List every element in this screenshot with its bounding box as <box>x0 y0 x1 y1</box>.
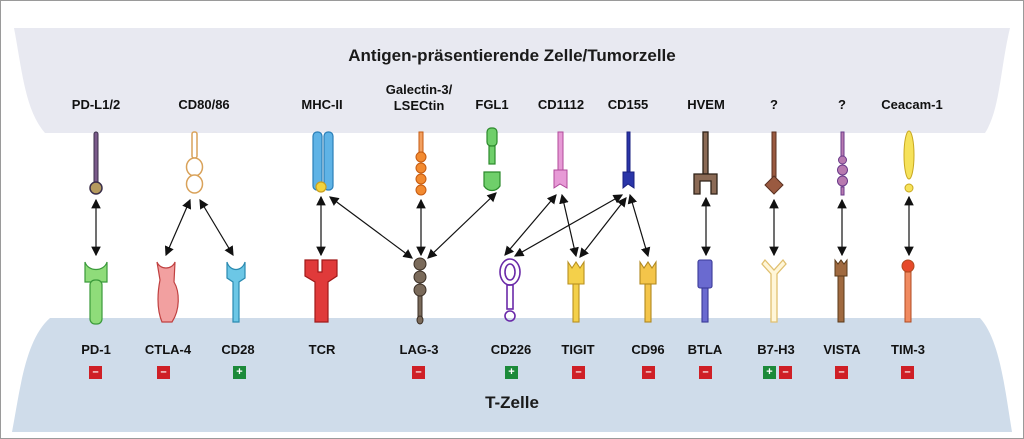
ligand-label-pd-l1: PD-L1/2 <box>71 97 121 112</box>
ligand-label-fgl1: FGL1 <box>475 97 509 112</box>
ligand-label-hvem: HVEM <box>687 97 725 112</box>
arrow-cd155-tigit <box>579 197 627 258</box>
receptor-label-cd226: CD226 <box>490 342 532 357</box>
cd80-86-molecule <box>185 131 204 194</box>
cd96-molecule <box>639 260 657 323</box>
ceacam-1-molecule <box>903 130 915 193</box>
arrow-mhc-lag3 <box>329 196 413 259</box>
receptor-label-ctla-4: CTLA-4 <box>144 342 192 357</box>
ligand-label-unknown-2: ? <box>838 97 846 112</box>
tigit-molecule <box>567 260 585 323</box>
ligand-label-mhc-ii: MHC-II <box>301 97 343 112</box>
interaction-arrows <box>91 192 914 259</box>
cd155-molecule <box>622 131 635 190</box>
ligand-label-unknown-1: ? <box>770 97 778 112</box>
hvem-molecule <box>693 131 718 195</box>
btla-inhibitory-badge: – <box>699 366 712 379</box>
galectin-3-molecule <box>415 131 427 196</box>
cd1112-molecule <box>553 131 568 189</box>
vista-inhibitory-badge: – <box>835 366 848 379</box>
ligand-label-ceacam-1: Ceacam-1 <box>881 97 943 112</box>
cd96-inhibitory-badge: – <box>642 366 655 379</box>
arrow-cd80-cd28 <box>199 198 234 257</box>
arrow-fgl1-lag3 <box>427 192 497 259</box>
tim-3-inhibitory-badge: – <box>901 366 914 379</box>
pd-1-inhibitory-badge: – <box>89 366 102 379</box>
vista-ligand-molecule <box>837 131 848 196</box>
arrow-cd155-cd226 <box>513 194 624 257</box>
b7-h3-stimulatory-badge: + <box>763 366 776 379</box>
arrow-cd155-cd96 <box>627 193 651 258</box>
ligand-label-cd155: CD155 <box>607 97 649 112</box>
b7-h3-molecule <box>761 258 787 323</box>
receptor-label-tcr: TCR <box>308 342 336 357</box>
receptor-label-cd96: CD96 <box>631 342 665 357</box>
b7-h3-inhibitory-badge: – <box>779 366 792 379</box>
tcell-title: T-Zelle <box>485 393 539 412</box>
tigit-inhibitory-badge: – <box>572 366 585 379</box>
cd226-molecule <box>499 258 521 322</box>
receptor-label-btla: BTLA <box>687 342 723 357</box>
lag-3-inhibitory-badge: – <box>412 366 425 379</box>
tim-3-molecule <box>901 259 915 323</box>
receptor-label-tim-3: TIM-3 <box>891 342 925 357</box>
lag-3-molecule <box>413 257 427 325</box>
receptor-label-tigit: TIGIT <box>561 342 595 357</box>
apc-title: Antigen-präsentierende Zelle/Tumorzelle <box>348 46 676 65</box>
receptor-label-pd-1: PD-1 <box>81 342 111 357</box>
pd-l1-molecule <box>89 131 103 195</box>
vista-molecule <box>834 258 848 323</box>
apc-membrane <box>14 28 1010 133</box>
cd226-stimulatory-badge: + <box>505 366 518 379</box>
ligand-label-galectin-3: Galectin-3/ LSECtin <box>385 82 453 113</box>
tcr-molecule <box>304 259 338 323</box>
receptor-label-cd28: CD28 <box>221 342 255 357</box>
ligand-label-cd1112: CD1112 <box>537 97 585 112</box>
b7-h3-ligand-molecule <box>764 131 784 195</box>
receptor-label-vista: VISTA <box>823 342 861 357</box>
ligand-label-cd80-86: CD80/86 <box>178 97 230 112</box>
receptor-label-b7-h3: B7-H3 <box>757 342 795 357</box>
pd-1-molecule <box>84 261 108 325</box>
fgl1-molecule <box>483 127 501 192</box>
mhc-ii-molecule <box>312 131 334 193</box>
ctla-4-inhibitory-badge: – <box>157 366 170 379</box>
cd28-molecule <box>226 261 246 323</box>
arrow-cd80-ctla4 <box>164 198 192 257</box>
btla-molecule <box>697 259 713 323</box>
cd28-stimulatory-badge: + <box>233 366 246 379</box>
arrow-cd1112-cd226 <box>504 194 557 256</box>
receptor-label-lag-3: LAG-3 <box>399 342 439 357</box>
ctla-4-molecule <box>156 261 179 323</box>
